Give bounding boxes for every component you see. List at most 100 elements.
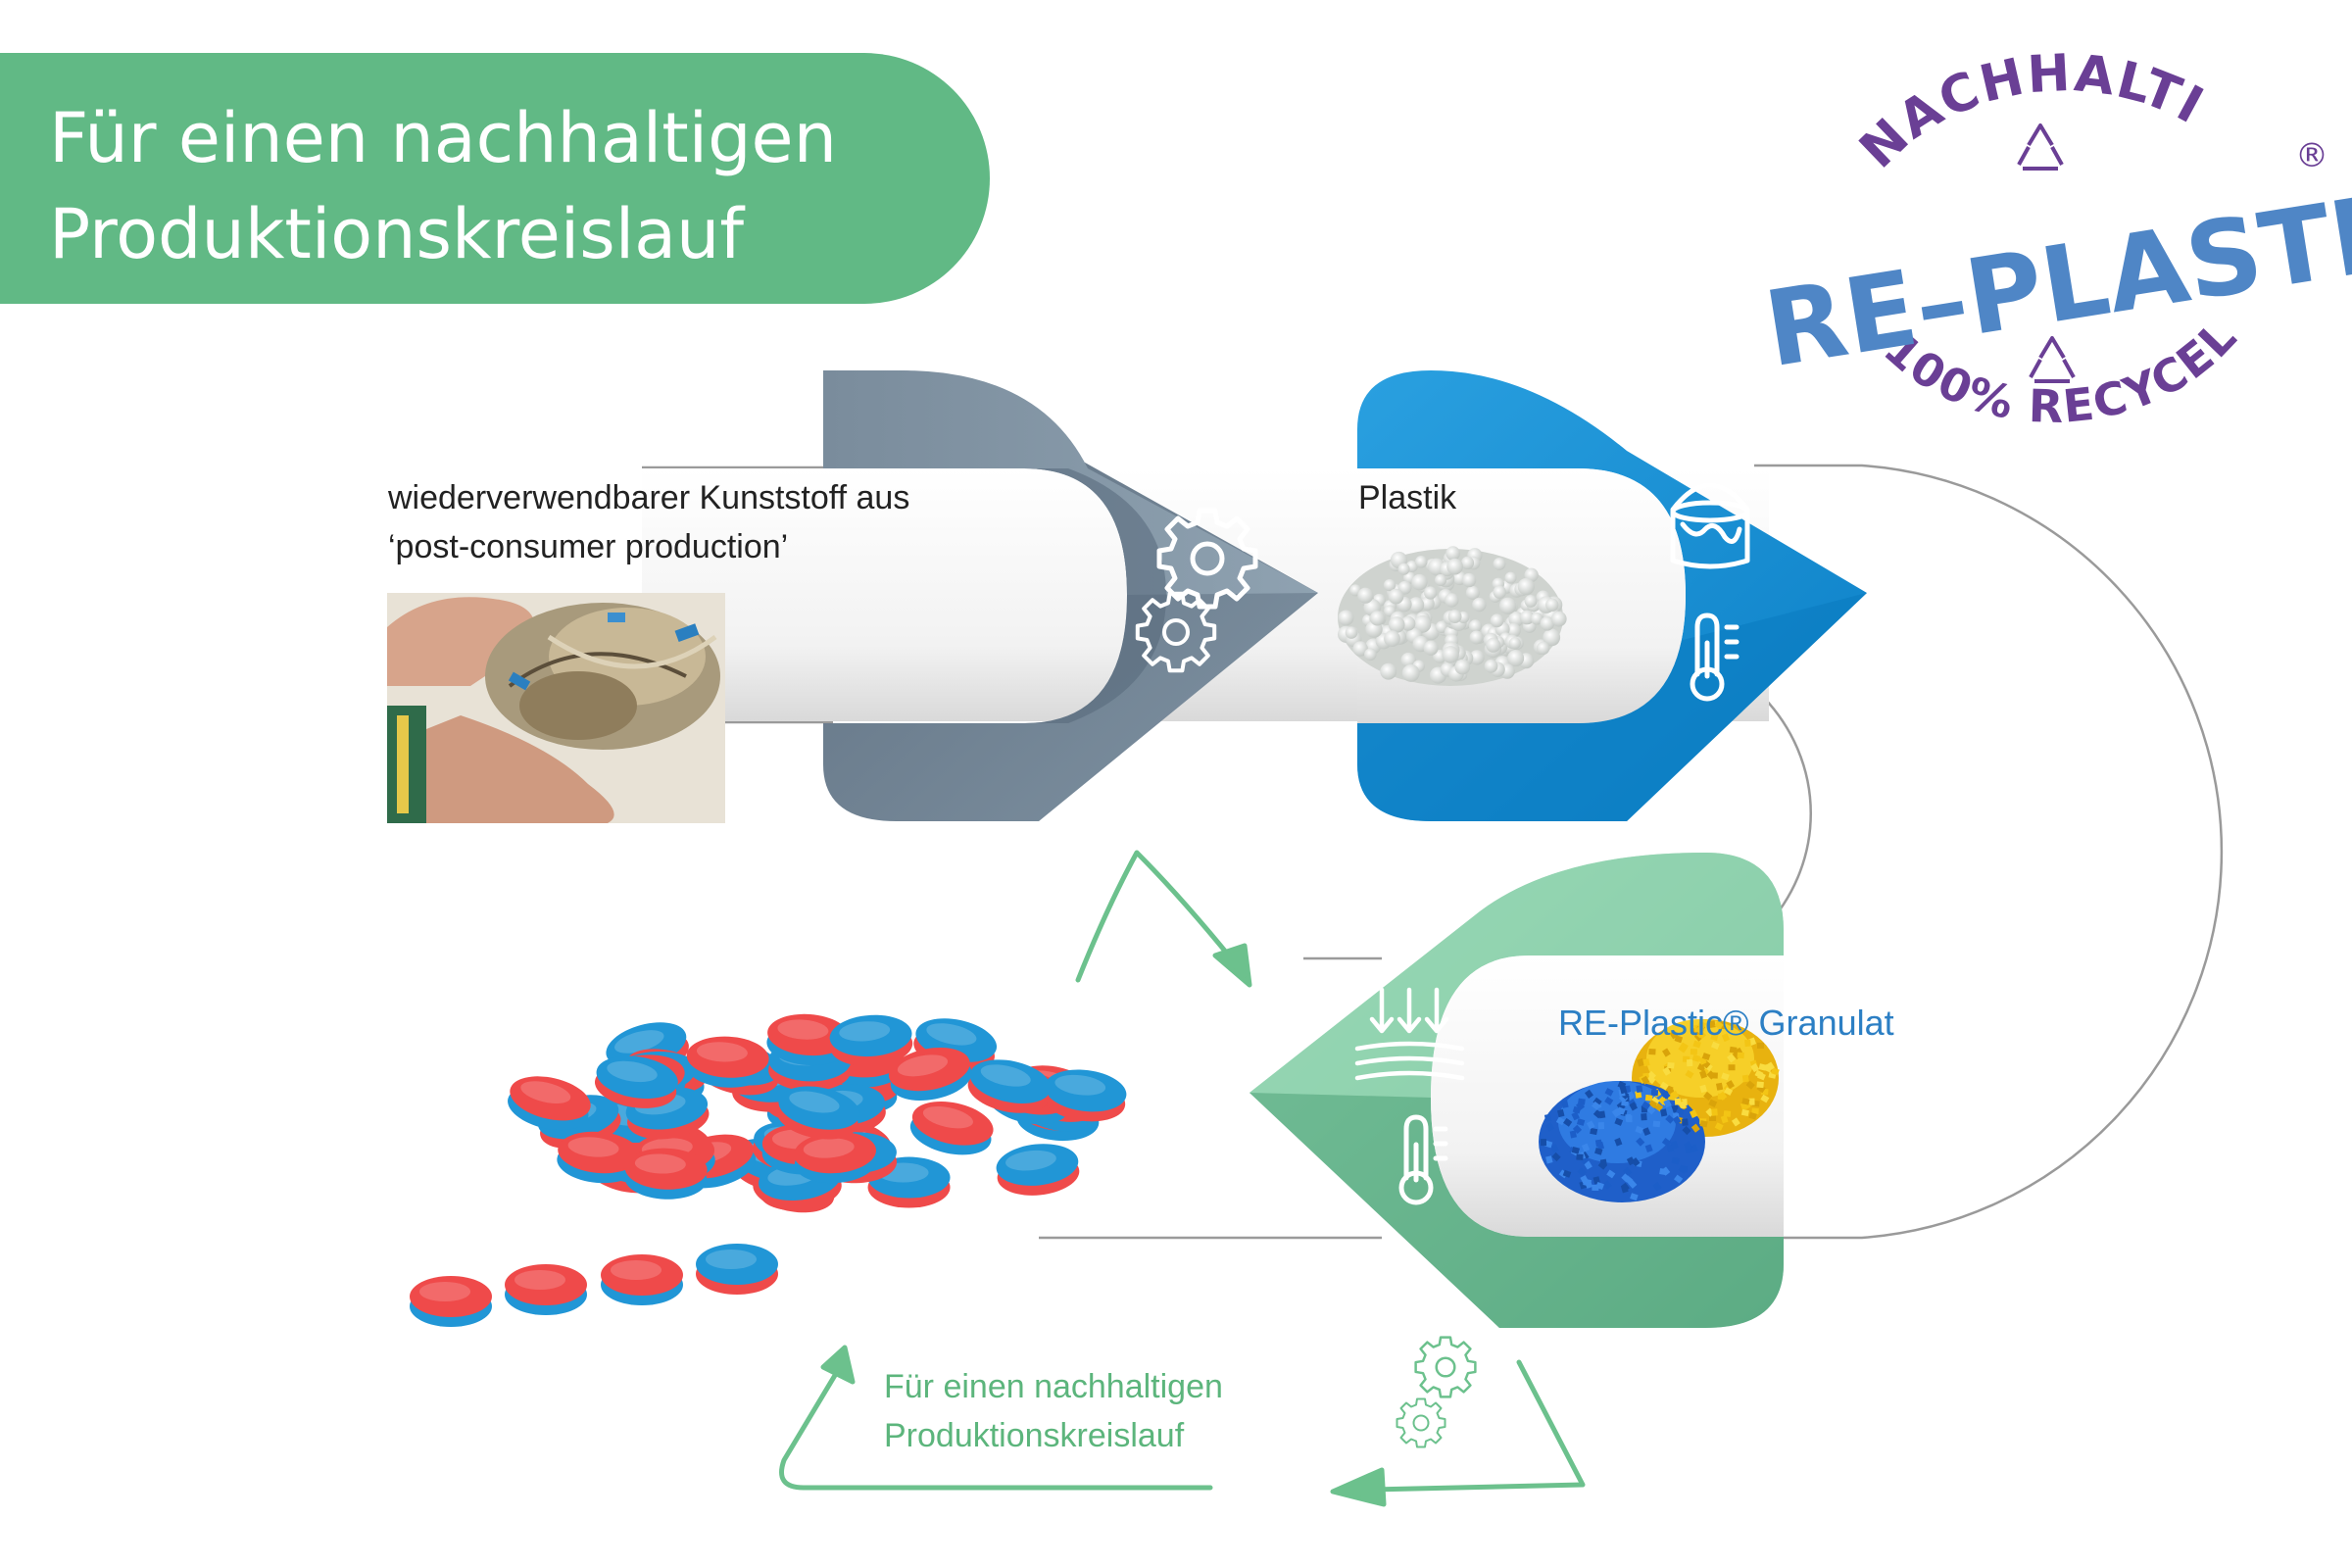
granule bbox=[1637, 1057, 1645, 1067]
pellet bbox=[1465, 585, 1480, 600]
granule bbox=[1760, 1094, 1770, 1103]
granule bbox=[1708, 1020, 1716, 1029]
header-banner bbox=[0, 53, 990, 304]
counter-chip bbox=[557, 1131, 640, 1184]
granule bbox=[1635, 1125, 1644, 1135]
granule bbox=[1616, 1102, 1626, 1111]
granule bbox=[1594, 1139, 1602, 1148]
pellet bbox=[1550, 611, 1567, 627]
granule bbox=[1748, 1111, 1757, 1120]
granule bbox=[1606, 1169, 1616, 1179]
recycle-icon-bottom bbox=[2029, 336, 2076, 383]
counter-chip bbox=[909, 1101, 994, 1155]
granule bbox=[1594, 1147, 1603, 1155]
counter-chip bbox=[601, 1254, 683, 1305]
logo-registered-mark: ® bbox=[2295, 136, 2328, 175]
granule bbox=[1646, 1075, 1656, 1085]
recycle-icon bbox=[2017, 123, 2064, 171]
granule bbox=[1625, 1113, 1632, 1122]
granule bbox=[1592, 1109, 1603, 1119]
granule bbox=[1674, 1174, 1684, 1184]
granule bbox=[1674, 1035, 1684, 1044]
granule bbox=[1599, 1158, 1607, 1167]
granule bbox=[1563, 1117, 1573, 1127]
granule bbox=[1728, 1064, 1736, 1071]
granule bbox=[1646, 1070, 1656, 1080]
granule bbox=[1695, 1025, 1705, 1035]
granule bbox=[1646, 1105, 1656, 1115]
granule bbox=[1670, 1141, 1679, 1150]
pellet bbox=[1414, 556, 1428, 568]
pellet bbox=[1454, 659, 1471, 675]
granule bbox=[1545, 1122, 1554, 1132]
granule bbox=[1699, 1070, 1708, 1079]
granule bbox=[1636, 1085, 1643, 1093]
counter-chip bbox=[696, 1244, 778, 1295]
granule bbox=[1667, 1061, 1675, 1069]
granule bbox=[1703, 1091, 1713, 1101]
granule bbox=[1701, 1053, 1711, 1061]
page-title: Für einen nachhaltigen Produktionskreisl… bbox=[49, 90, 931, 282]
granule bbox=[1708, 1099, 1718, 1107]
granule bbox=[1699, 1084, 1708, 1094]
paint-can-icon bbox=[1670, 482, 1750, 569]
pellet bbox=[1413, 614, 1432, 633]
pellet bbox=[1484, 659, 1498, 673]
granule bbox=[1757, 1042, 1765, 1049]
logo-main-text: RE–PLASTIC bbox=[1757, 164, 2352, 390]
pellet bbox=[1469, 630, 1484, 645]
granule bbox=[1641, 1113, 1647, 1121]
pellet bbox=[1530, 612, 1544, 625]
granule bbox=[1551, 1152, 1561, 1162]
gears-icon-small bbox=[1396, 1336, 1477, 1448]
granule bbox=[1757, 1072, 1766, 1081]
granule bbox=[1662, 1048, 1671, 1057]
granule bbox=[1562, 1169, 1572, 1178]
granule bbox=[1737, 1052, 1744, 1059]
pellet bbox=[1447, 610, 1462, 624]
granule bbox=[1644, 1094, 1653, 1102]
granule bbox=[1679, 1042, 1689, 1052]
granule bbox=[1748, 1098, 1755, 1105]
granule bbox=[1604, 1096, 1614, 1105]
cycle-arrows bbox=[779, 850, 1586, 1507]
step-plastik-label: Plastik bbox=[1358, 479, 1457, 516]
granule bbox=[1682, 1118, 1689, 1126]
pellet bbox=[1384, 630, 1400, 647]
granule bbox=[1576, 1101, 1586, 1111]
granule bbox=[1661, 1090, 1671, 1100]
granule bbox=[1678, 1164, 1688, 1174]
pellet bbox=[1380, 662, 1397, 680]
granule bbox=[1621, 1173, 1631, 1183]
granule bbox=[1540, 1139, 1547, 1147]
pellet bbox=[1388, 616, 1405, 633]
granule bbox=[1631, 1157, 1641, 1167]
granule bbox=[1660, 1108, 1668, 1117]
granule bbox=[1706, 1070, 1716, 1080]
step-post-consumer-line2: ‘post-consumer production’ bbox=[388, 528, 789, 565]
press-arrows-icon bbox=[1354, 987, 1465, 1081]
granule bbox=[1659, 1081, 1669, 1091]
counter-chip bbox=[888, 1047, 972, 1102]
step-granulat-label: RE-Plastic® Granulat bbox=[1558, 1003, 1894, 1043]
pellet bbox=[1407, 597, 1425, 613]
granule bbox=[1569, 1130, 1577, 1139]
granule bbox=[1679, 1101, 1687, 1109]
granule bbox=[1661, 1137, 1672, 1147]
granule bbox=[1715, 1082, 1724, 1091]
granule bbox=[1620, 1185, 1629, 1194]
pellet bbox=[1420, 596, 1435, 612]
pellet bbox=[1423, 640, 1439, 656]
pellet bbox=[1434, 573, 1447, 587]
granule bbox=[1741, 1074, 1749, 1083]
granule bbox=[1686, 1058, 1693, 1067]
counter-chip bbox=[766, 1013, 850, 1066]
granule bbox=[1685, 1069, 1694, 1079]
granule bbox=[1622, 1167, 1633, 1177]
granule bbox=[1751, 1107, 1759, 1115]
pellet bbox=[1486, 637, 1501, 653]
granule bbox=[1663, 1099, 1672, 1108]
pellet bbox=[1493, 585, 1506, 599]
pellet bbox=[1536, 641, 1550, 656]
granule bbox=[1690, 1144, 1698, 1153]
